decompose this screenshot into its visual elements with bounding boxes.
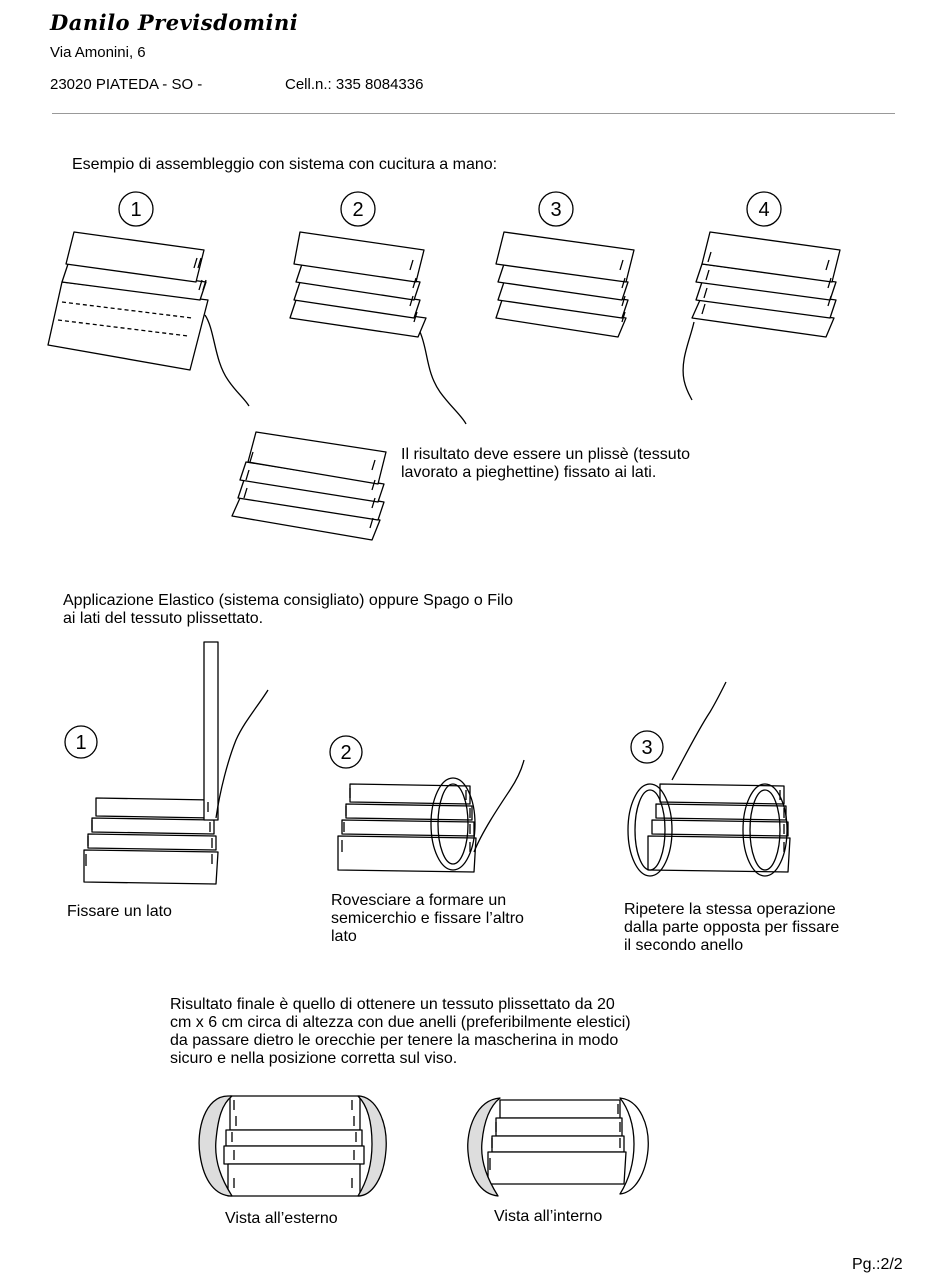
section1-step-1: 1 bbox=[118, 191, 154, 227]
page-number: Pg.:2/2 bbox=[852, 1256, 903, 1273]
elastic-step3-drawing bbox=[627, 681, 791, 877]
section1-result: Il risultato deve essere un plissè (tess… bbox=[401, 446, 691, 481]
view-inside-label: Vista all’interno bbox=[494, 1208, 603, 1225]
section1-title: Esempio di assembleggio con sistema con … bbox=[72, 156, 498, 173]
view-outside-label: Vista all’esterno bbox=[225, 1210, 338, 1227]
step3-fabric-drawing bbox=[495, 231, 635, 338]
section2-caption-2: Rovesciare a formare un semicerchio e fi… bbox=[331, 892, 524, 945]
section1-step-4: 4 bbox=[746, 191, 782, 227]
section3-text: Risultato finale è quello di ottenere un… bbox=[170, 996, 631, 1067]
svg-text:3: 3 bbox=[550, 199, 561, 221]
address-line: Via Amonini, 6 bbox=[50, 44, 146, 61]
final-inside-view-drawing bbox=[467, 1097, 649, 1197]
step4-fabric-drawing bbox=[682, 231, 841, 401]
section1-step-3: 3 bbox=[538, 191, 574, 227]
header-divider bbox=[52, 113, 895, 114]
step1-fabric-drawing bbox=[47, 231, 250, 407]
section2-step-2: 2 bbox=[329, 735, 363, 769]
svg-text:1: 1 bbox=[75, 732, 86, 754]
step2-fabric-drawing bbox=[289, 231, 467, 425]
elastic-step1-drawing bbox=[83, 641, 269, 885]
result-plisse-drawing bbox=[231, 431, 387, 541]
section2-title: Applicazione Elastico (sistema consiglia… bbox=[63, 592, 514, 627]
final-outside-view-drawing bbox=[198, 1095, 387, 1197]
svg-text:2: 2 bbox=[352, 199, 363, 221]
section2-step-1: 1 bbox=[64, 725, 98, 759]
elastic-step2-drawing bbox=[337, 759, 525, 873]
svg-text:3: 3 bbox=[641, 737, 652, 759]
svg-text:4: 4 bbox=[758, 199, 769, 221]
svg-text:2: 2 bbox=[340, 742, 351, 764]
author-signature: Danilo Previsdomini bbox=[50, 10, 299, 35]
svg-text:1: 1 bbox=[130, 199, 141, 221]
phone-line: Cell.n.: 335 8084336 bbox=[285, 76, 424, 93]
section1-step-2: 2 bbox=[340, 191, 376, 227]
city-line: 23020 PIATEDA - SO - bbox=[50, 76, 203, 93]
section2-caption-3: Ripetere la stessa operazione dalla part… bbox=[624, 901, 840, 954]
section2-caption-1: Fissare un lato bbox=[67, 903, 172, 920]
section2-step-3: 3 bbox=[630, 730, 664, 764]
